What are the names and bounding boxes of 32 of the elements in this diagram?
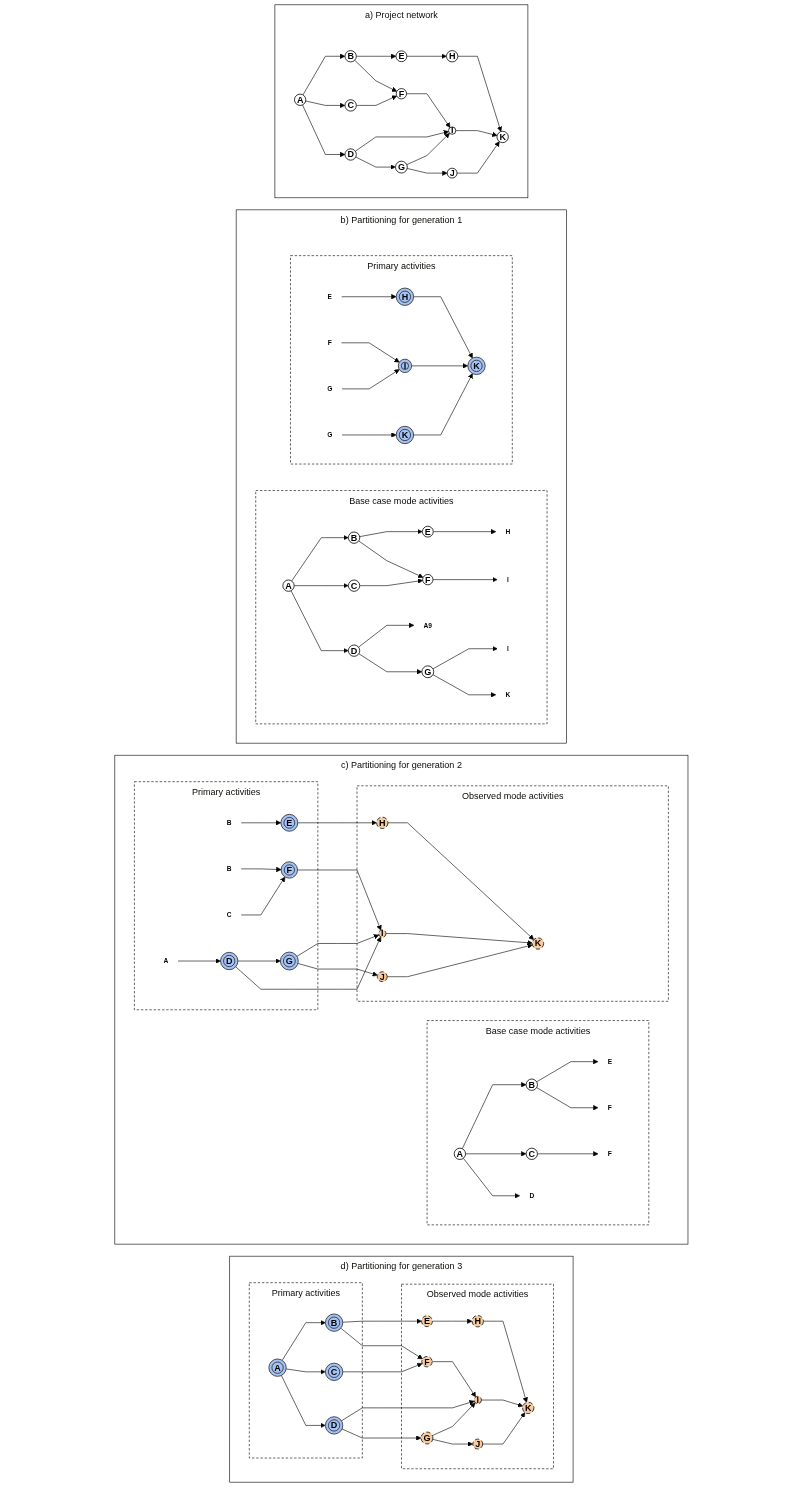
node-circle: F — [395, 88, 407, 100]
node-circle: G — [394, 160, 408, 174]
node-circle: K — [521, 1401, 534, 1414]
node-circle: G — [421, 665, 434, 679]
node-circle: D — [344, 148, 357, 161]
node-circle: J — [376, 971, 388, 983]
node-circle: I — [447, 126, 456, 135]
node-circle: C — [344, 99, 357, 112]
node-circle: B — [344, 50, 357, 63]
node-circle: K — [531, 937, 544, 950]
node-circle: I — [377, 929, 386, 938]
node-circle: C — [347, 579, 360, 592]
node-circle: B — [525, 1078, 538, 1091]
node-circle: H — [445, 50, 458, 63]
node-circle: H — [471, 1315, 484, 1328]
node-circle: B — [347, 531, 360, 544]
node-circle: J — [471, 1438, 483, 1450]
node-circle: F — [420, 1356, 433, 1368]
node-circle: G — [420, 1431, 433, 1445]
node-circle: I — [473, 1395, 482, 1405]
node-circle: K — [496, 130, 509, 143]
node-circle: A — [293, 93, 306, 106]
node-circle: A — [453, 1147, 466, 1160]
node-circle: F — [421, 574, 433, 586]
node-circle: E — [395, 50, 407, 63]
node-circle: D — [347, 644, 360, 657]
node-circle: C — [525, 1147, 538, 1160]
node-circle: J — [446, 167, 458, 179]
node-circle: E — [420, 1315, 433, 1328]
node-circle: A — [282, 579, 295, 592]
node-circle: H — [375, 816, 388, 829]
node-circle: E — [421, 525, 434, 538]
